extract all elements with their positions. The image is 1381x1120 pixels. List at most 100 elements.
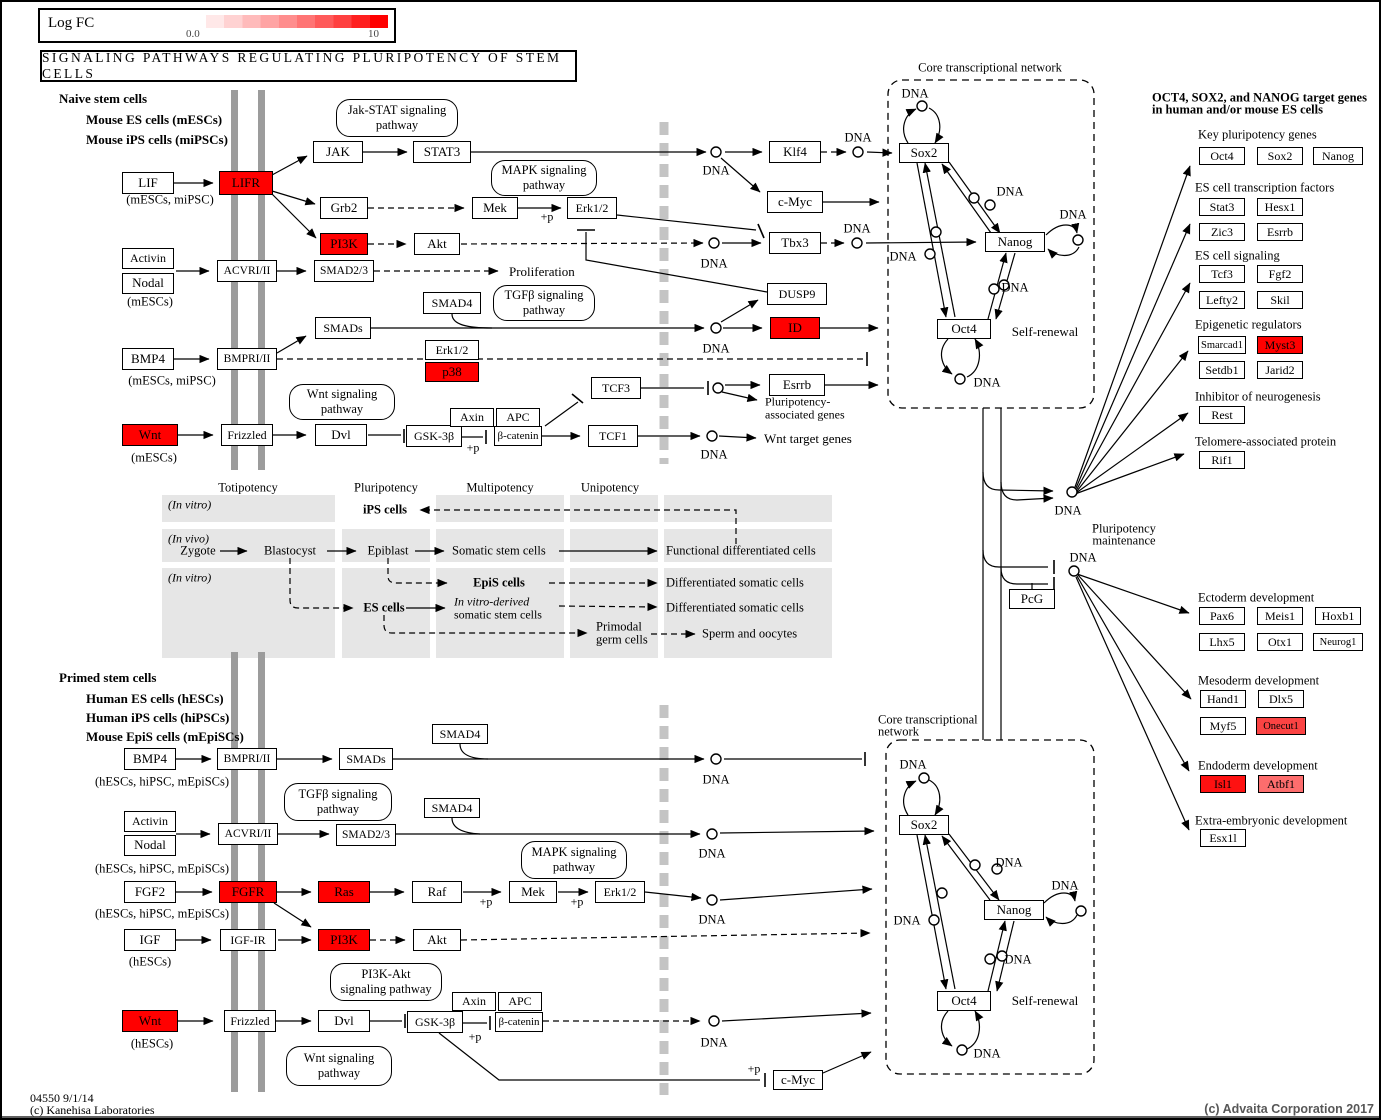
node-smad23-b[interactable]: SMAD2/3 <box>336 824 396 846</box>
node-dvl-b[interactable]: Dvl <box>318 1010 370 1032</box>
node-pi3k-b[interactable]: PI3K <box>318 929 370 951</box>
node-smads-b[interactable]: SMADs <box>339 748 393 770</box>
node-apc-b[interactable]: APC <box>498 991 542 1011</box>
node-bcat-b[interactable]: β-catenin <box>495 1012 543 1032</box>
node-activin-b[interactable]: Activin <box>124 810 176 832</box>
node-esrrb-g[interactable]: Esrrb <box>1257 223 1303 241</box>
node-sox2-core2[interactable]: Sox2 <box>899 815 949 835</box>
node-bmpr-b[interactable]: BMPRI/II <box>217 748 277 770</box>
node-skil[interactable]: Skil <box>1257 291 1303 309</box>
node-myf5[interactable]: Myf5 <box>1200 717 1246 735</box>
node-pi3k-a[interactable]: PI3K <box>320 233 368 255</box>
node-tcf1[interactable]: TCF1 <box>588 425 638 447</box>
node-nanog-g[interactable]: Nanog <box>1313 147 1363 165</box>
node-axin-b[interactable]: Axin <box>452 991 496 1011</box>
node-atbf1[interactable]: Atbf1 <box>1258 775 1304 793</box>
node-wnt-a[interactable]: Wnt <box>122 424 178 446</box>
node-p38[interactable]: p38 <box>425 362 479 382</box>
node-oct4-core1[interactable]: Oct4 <box>937 319 991 339</box>
node-pcg[interactable]: PcG <box>1009 589 1055 609</box>
node-bmpr-a[interactable]: BMPRI/II <box>217 348 277 370</box>
node-hand1[interactable]: Hand1 <box>1200 690 1246 708</box>
node-jak[interactable]: JAK <box>313 141 363 163</box>
node-esrrb-a[interactable]: Esrrb <box>769 374 825 396</box>
node-cmyc-a[interactable]: c-Myc <box>767 191 823 213</box>
node-nanog-core2[interactable]: Nanog <box>984 900 1044 920</box>
node-jarid2[interactable]: Jarid2 <box>1257 361 1303 379</box>
node-esx1l[interactable]: Esx1l <box>1200 829 1246 847</box>
node-klf4[interactable]: Klf4 <box>769 141 821 163</box>
node-sox2-core1[interactable]: Sox2 <box>899 143 949 163</box>
node-dlx5[interactable]: Dlx5 <box>1258 690 1304 708</box>
node-pax6[interactable]: Pax6 <box>1199 607 1245 625</box>
node-dusp9[interactable]: DUSP9 <box>767 283 827 305</box>
node-frizzled-a[interactable]: Frizzled <box>221 424 273 446</box>
node-sox2-g[interactable]: Sox2 <box>1257 147 1303 165</box>
node-rif1[interactable]: Rif1 <box>1199 451 1245 469</box>
node-apc-a[interactable]: APC <box>496 407 540 427</box>
node-mek-a[interactable]: Mek <box>472 197 518 219</box>
node-frizzled-b[interactable]: Frizzled <box>224 1010 276 1032</box>
node-smarcad1[interactable]: Smarcad1 <box>1198 336 1246 354</box>
node-raf[interactable]: Raf <box>412 881 462 903</box>
node-lif[interactable]: LIF <box>122 172 174 194</box>
node-lifr[interactable]: LIFR <box>219 171 273 195</box>
node-erk12-a[interactable]: Erk1/2 <box>567 197 617 219</box>
node-onecut1[interactable]: Onecut1 <box>1256 717 1306 735</box>
node-akt-b[interactable]: Akt <box>413 929 461 951</box>
node-axin-a[interactable]: Axin <box>450 407 494 427</box>
node-smad23-a[interactable]: SMAD2/3 <box>314 260 374 282</box>
node-id[interactable]: ID <box>770 317 820 339</box>
node-bmp4-a[interactable]: BMP4 <box>122 348 174 370</box>
node-fgfr[interactable]: FGFR <box>219 881 277 903</box>
node-oct4-g[interactable]: Oct4 <box>1199 147 1245 165</box>
node-stat3[interactable]: STAT3 <box>413 141 471 163</box>
node-gsk3b-b[interactable]: GSK-3β <box>407 1011 463 1033</box>
node-myst3[interactable]: Myst3 <box>1257 336 1303 354</box>
node-wnt-b[interactable]: Wnt <box>122 1010 178 1032</box>
node-nodal-a[interactable]: Nodal <box>122 272 174 294</box>
node-cmyc-b[interactable]: c-Myc <box>773 1070 823 1090</box>
node-erk12-c[interactable]: Erk1/2 <box>595 881 645 903</box>
node-dvl-a[interactable]: Dvl <box>315 424 367 446</box>
node-tbx3[interactable]: Tbx3 <box>769 232 821 254</box>
node-smads-a[interactable]: SMADs <box>315 317 371 339</box>
node-tcf3[interactable]: TCF3 <box>591 377 641 399</box>
node-hesx1[interactable]: Hesx1 <box>1257 198 1303 216</box>
node-bcat-a[interactable]: β-catenin <box>494 426 542 446</box>
node-tcf3-g[interactable]: Tcf3 <box>1199 265 1245 283</box>
node-nodal-b[interactable]: Nodal <box>124 834 176 856</box>
node-lhx5[interactable]: Lhx5 <box>1199 633 1245 651</box>
node-bmp4-b[interactable]: BMP4 <box>124 748 176 770</box>
node-gsk3b-a[interactable]: GSK-3β <box>406 425 462 447</box>
node-akt-a[interactable]: Akt <box>414 233 460 255</box>
node-activin-a[interactable]: Activin <box>122 247 174 269</box>
node-zic3[interactable]: Zic3 <box>1199 223 1245 241</box>
node-igf[interactable]: IGF <box>124 929 176 951</box>
node-fgf2-g[interactable]: Fgf2 <box>1257 265 1303 283</box>
node-otx1[interactable]: Otx1 <box>1257 633 1303 651</box>
node-setdb1[interactable]: Setdb1 <box>1199 361 1245 379</box>
node-smad4-b2[interactable]: SMAD4 <box>424 798 480 818</box>
node-stat3-g[interactable]: Stat3 <box>1199 198 1245 216</box>
node-nanog-core1[interactable]: Nanog <box>985 232 1045 252</box>
node-mek-b[interactable]: Mek <box>509 881 557 903</box>
node-meis1[interactable]: Meis1 <box>1257 607 1303 625</box>
node-smad4-a[interactable]: SMAD4 <box>423 292 481 314</box>
node-isl1[interactable]: Isl1 <box>1200 775 1246 793</box>
node-ras[interactable]: Ras <box>318 881 370 903</box>
node-rest[interactable]: Rest <box>1199 406 1245 424</box>
node-neurog1[interactable]: Neurog1 <box>1313 633 1363 651</box>
node-grb2[interactable]: Grb2 <box>320 197 368 219</box>
node-oct4-core2[interactable]: Oct4 <box>937 991 991 1011</box>
node-erk12-b[interactable]: Erk1/2 <box>425 340 479 360</box>
node-hoxb1[interactable]: Hoxb1 <box>1315 607 1361 625</box>
node-fgf2[interactable]: FGF2 <box>124 881 176 903</box>
